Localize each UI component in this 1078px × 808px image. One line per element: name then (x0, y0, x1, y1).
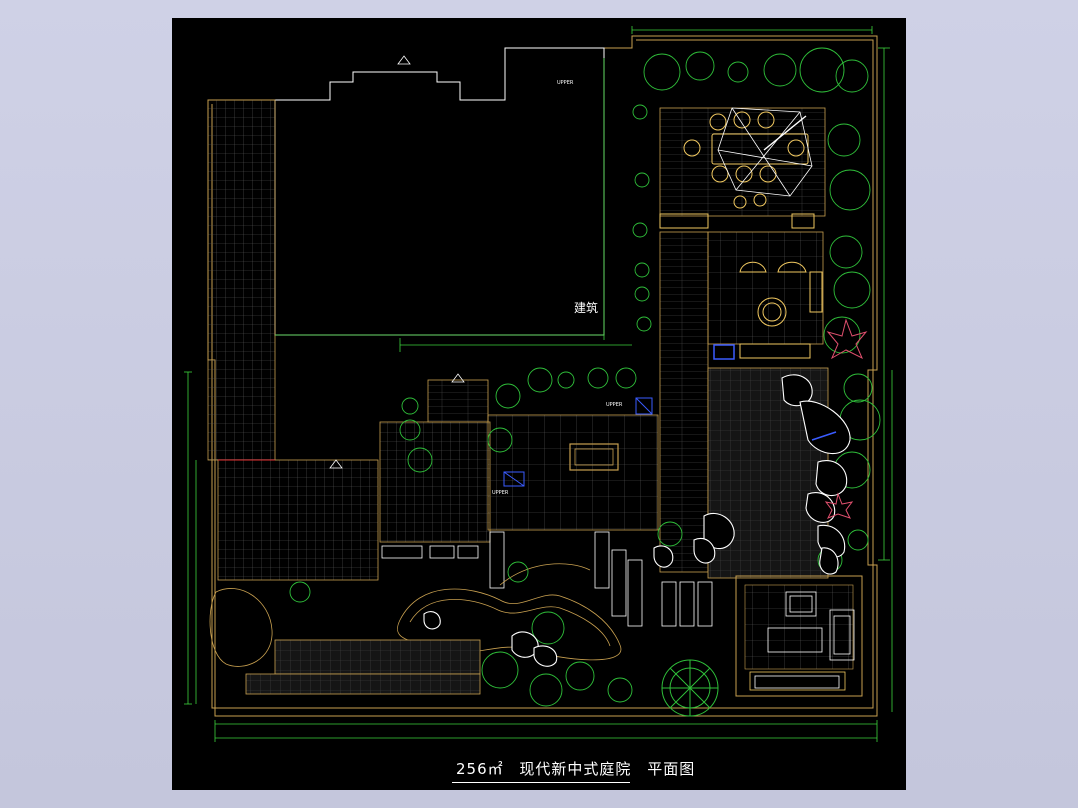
umbrella-icon (717, 107, 813, 197)
north-south-walkway (659, 231, 709, 573)
drawing-canvas[interactable]: 建筑 UPPER UPPER UPPER (172, 18, 906, 790)
tree-icon (661, 659, 719, 717)
west-paving (207, 99, 276, 461)
rock-icon (423, 374, 851, 667)
drawing-title-name: 现代新中式庭院 (519, 760, 632, 778)
level-markers (329, 55, 465, 469)
level-marker-label-left: UPPER (492, 490, 509, 496)
level-marker-label-top: UPPER (557, 80, 574, 86)
drawing-title-underline (452, 782, 630, 783)
drawing-title: 256㎡ 现代新中式庭院 平面图 (456, 758, 695, 782)
terrace-paving (487, 414, 659, 531)
drawing-title-view: 平面图 (647, 760, 696, 778)
pavilion (735, 575, 863, 697)
lounge-area (707, 231, 824, 345)
building-outline (274, 47, 605, 336)
outer-dimensions (184, 26, 893, 742)
drawing-title-area: 256㎡ (456, 760, 504, 778)
dining-deck (659, 107, 826, 217)
level-marker-label-mid: UPPER (606, 402, 623, 408)
building-label: 建筑 (574, 301, 599, 315)
south-bench (274, 639, 481, 675)
central-paving (379, 421, 491, 543)
stepping-stones (381, 531, 713, 627)
dining-set (659, 111, 815, 229)
building-dimension (275, 58, 632, 352)
site-plan-drawing (184, 26, 893, 742)
accent-marks (503, 318, 868, 519)
water-basin (569, 443, 619, 471)
pavilion-furniture (754, 591, 855, 689)
southwest-paving (217, 459, 379, 581)
central-steps (427, 379, 489, 423)
lounge-set (739, 261, 823, 359)
planting (289, 47, 881, 707)
